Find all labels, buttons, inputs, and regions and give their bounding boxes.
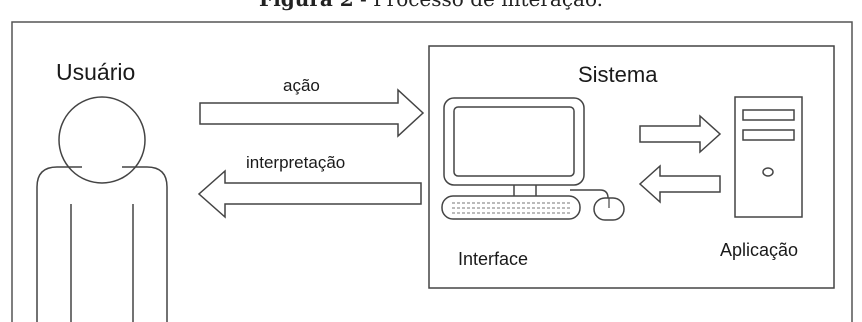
request-arrow: [639, 114, 722, 154]
system-label: Sistema: [578, 62, 658, 87]
tower-computer-icon: [734, 96, 803, 218]
action-label: ação: [283, 76, 320, 95]
computer-icon: [441, 97, 625, 221]
figure-caption-label: Figura 2: [259, 0, 354, 11]
power-button: [762, 167, 774, 177]
drive-bay-1: [742, 109, 795, 121]
system-box: [428, 45, 835, 289]
action-arrow: [199, 88, 425, 138]
user-head: [58, 96, 146, 184]
interface-label: Interface: [458, 249, 528, 269]
response-arrow: [638, 164, 721, 204]
application-label: Aplicação: [720, 240, 798, 260]
mouse-cable: [570, 189, 609, 199]
figure-caption-text: - Processo de interação.: [354, 0, 603, 11]
drive-bay-2: [742, 129, 795, 141]
interpretation-label: interpretação: [246, 153, 345, 172]
monitor-screen: [453, 106, 575, 177]
keyboard: [441, 195, 581, 220]
user-label: Usuário: [56, 59, 135, 85]
outer-frame: [11, 21, 853, 322]
user-body: [36, 166, 168, 322]
interpretation-arrow: [197, 169, 422, 219]
figure-caption: Figura 2 - Processo de interação.: [0, 0, 862, 17]
user-figure: Usuário: [36, 59, 168, 322]
